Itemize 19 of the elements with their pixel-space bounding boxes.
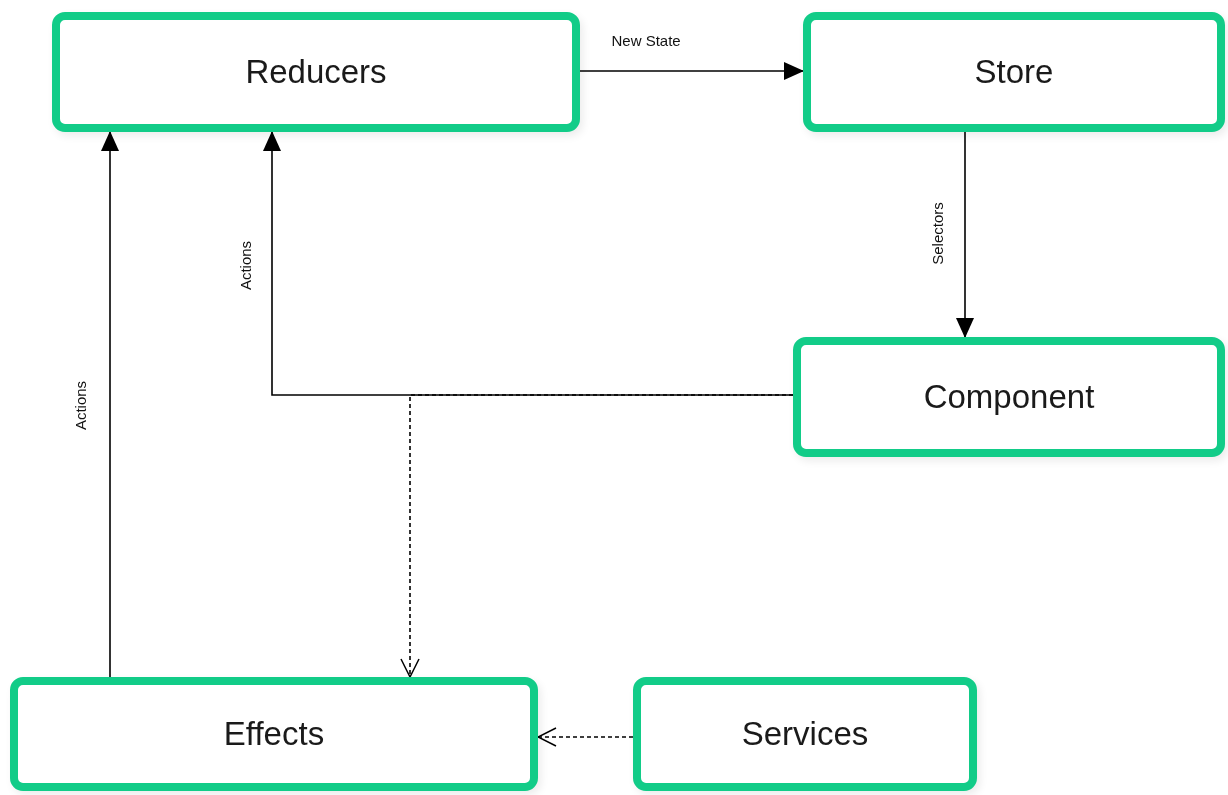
arrow (101, 131, 119, 678)
process-box (633, 677, 977, 791)
node-label: Effects (223, 715, 325, 753)
process-box (52, 12, 580, 132)
edge-label: New State (611, 32, 681, 48)
node-label: Reducers (245, 53, 387, 91)
edge-label: Actions (72, 380, 88, 430)
node-label: Store (974, 53, 1054, 91)
process-box (10, 677, 538, 791)
arrow (579, 62, 804, 80)
edge-label: Actions (237, 240, 253, 290)
arrow (400, 394, 794, 678)
process-box (793, 337, 1225, 457)
arrow (956, 131, 974, 338)
node-label: Services (741, 715, 869, 753)
process-box (803, 12, 1225, 132)
node-label: Component (923, 378, 1095, 416)
edge-label: Selectors (929, 201, 945, 265)
arrow (537, 727, 634, 747)
